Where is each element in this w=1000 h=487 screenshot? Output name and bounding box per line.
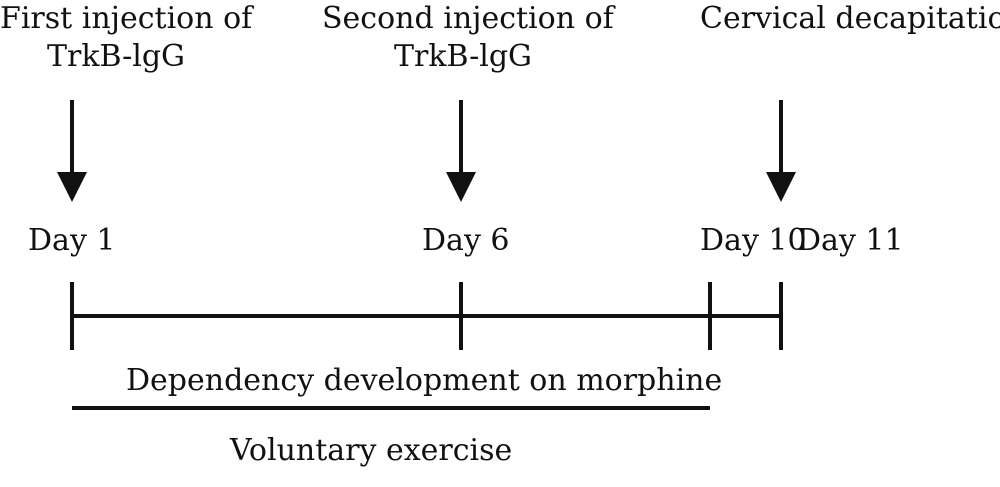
event-third-line1: Cervical decapitation <box>700 1 1000 36</box>
day-label-1: Day 1 <box>28 223 116 258</box>
event-label-second-injection: Second injection of TrkB-lgG <box>322 0 614 76</box>
event-label-cervical-decapitation: Cervical decapitation <box>700 0 1000 38</box>
arrow-day6 <box>446 100 476 202</box>
arrow-day1 <box>57 100 87 202</box>
period-label-exercise: Voluntary exercise <box>230 433 513 468</box>
period-label-dependency: Dependency development on morphine <box>126 363 723 398</box>
event-label-first-injection: First injection of TrkB-lgG <box>0 0 253 76</box>
arrow-day11 <box>766 100 796 202</box>
day-label-10: Day 10 <box>700 223 807 258</box>
event-second-line1: Second injection of <box>322 1 614 36</box>
day-label-11: Day 11 <box>797 223 904 258</box>
day-label-6: Day 6 <box>422 223 510 258</box>
event-first-line1: First injection of <box>0 1 253 36</box>
event-second-line2: TrkB-lgG <box>393 39 533 74</box>
event-first-line2: TrkB-lgG <box>46 39 186 74</box>
